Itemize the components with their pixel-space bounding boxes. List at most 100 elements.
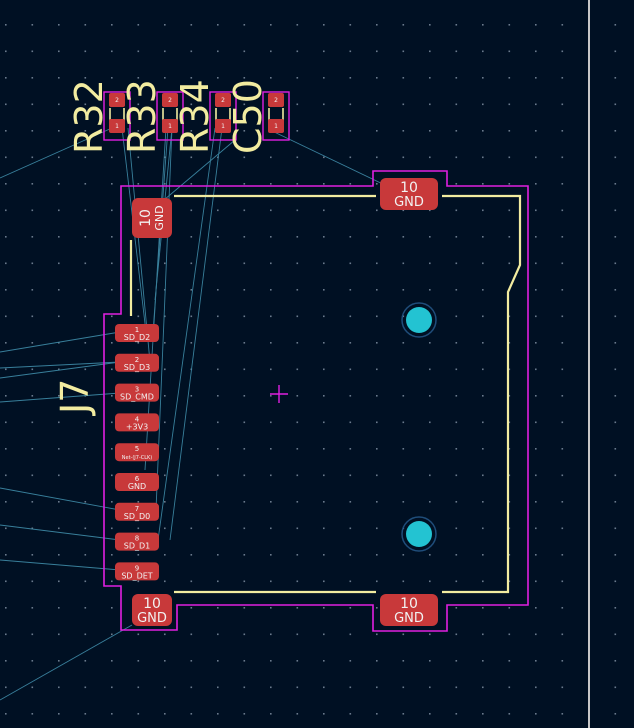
ref-r34[interactable]: R34	[173, 79, 217, 154]
smd-pad[interactable]	[109, 93, 125, 107]
pin-4[interactable]: 4+3V3	[115, 413, 159, 432]
grid-dot	[243, 448, 246, 450]
grid-dot	[217, 421, 219, 424]
smd-pad[interactable]	[268, 119, 284, 133]
pin-1[interactable]: 1SD_D2	[115, 324, 159, 342]
grid-dot	[508, 660, 511, 662]
grid-dot	[455, 607, 458, 609]
grid-dot	[482, 183, 484, 185]
smd-pad[interactable]	[215, 93, 231, 107]
pin-pad[interactable]	[115, 502, 159, 521]
grid-dot	[58, 421, 60, 424]
grid-dot	[561, 156, 564, 159]
pin-pad[interactable]	[115, 324, 159, 342]
grid-dot	[5, 580, 7, 583]
mounting-hole-bottom	[406, 521, 432, 547]
pin-net: SD_CMD	[120, 393, 154, 402]
pin-pad[interactable]	[115, 353, 159, 372]
grid-dot	[508, 24, 511, 26]
ref-j7[interactable]: J7	[53, 379, 97, 416]
grid-dot	[5, 236, 7, 238]
ref-r32[interactable]: R32	[67, 79, 111, 154]
small-part-r34[interactable]: 21	[215, 93, 231, 133]
pin-9[interactable]: 9SD_DET	[115, 562, 159, 581]
pin-number: 1	[135, 326, 139, 334]
grid-dot	[323, 713, 325, 715]
pin-3[interactable]: 3SD_CMD	[115, 383, 159, 402]
grid-dot	[31, 421, 34, 424]
smd-pad[interactable]	[162, 119, 178, 133]
grid-dot	[455, 103, 458, 106]
grid-dot	[402, 554, 405, 556]
pin-pad[interactable]	[115, 443, 159, 462]
ref-c50[interactable]: C50	[226, 79, 270, 154]
grid-dot	[296, 183, 299, 185]
pin-pad[interactable]	[115, 413, 159, 432]
grid-dot	[243, 209, 246, 212]
grid-dot	[349, 156, 352, 159]
grid-dot	[349, 315, 352, 318]
grid-dot	[31, 368, 34, 371]
grid-dot	[349, 607, 352, 609]
shield-pad-shape[interactable]	[132, 198, 172, 238]
small-part-r32[interactable]: 21	[109, 93, 125, 133]
pin-number: 4	[135, 415, 140, 423]
shield-pad-shape[interactable]	[132, 594, 172, 626]
ref-r33[interactable]: R33	[120, 79, 164, 154]
grid-dot	[323, 342, 325, 344]
grid-dot	[561, 368, 564, 371]
pin-pad[interactable]	[115, 562, 159, 581]
pin-net: +3V3	[126, 422, 148, 431]
grid-dot	[296, 660, 299, 662]
pin-pad[interactable]	[115, 532, 159, 551]
grid-dot	[217, 368, 219, 371]
grid-dot	[455, 501, 458, 503]
grid-dot	[217, 713, 219, 715]
grid-dot	[323, 554, 325, 556]
shield-pad-shape[interactable]	[380, 178, 438, 210]
grid-dot	[217, 262, 219, 265]
grid-dot	[349, 633, 352, 636]
grid-dot	[614, 421, 617, 424]
grid-dot	[164, 580, 166, 583]
grid-dot	[137, 24, 140, 26]
pin-8[interactable]: 8SD_D1	[115, 532, 159, 551]
pin-2[interactable]: 2SD_D3	[115, 353, 159, 372]
grid-dot	[561, 342, 564, 344]
small-part-c50[interactable]: 21	[268, 93, 284, 133]
grid-dot	[614, 262, 617, 265]
small-part-r33[interactable]: 21	[162, 93, 178, 133]
smd-pad[interactable]	[268, 93, 284, 107]
grid-dot	[31, 24, 34, 26]
grid-dot	[402, 315, 405, 318]
grid-dot	[243, 527, 246, 530]
grid-dot	[561, 315, 564, 318]
shield-pad-shape[interactable]	[380, 594, 438, 626]
pin-pad[interactable]	[115, 383, 159, 402]
grid-dot	[561, 474, 564, 477]
smd-pad[interactable]	[162, 93, 178, 107]
grid-dot	[376, 77, 378, 79]
grid-dot	[164, 262, 166, 265]
grid-dot	[270, 448, 272, 450]
smd-pad[interactable]	[109, 119, 125, 133]
pin-7[interactable]: 7SD_D0	[115, 502, 159, 521]
grid-dot	[164, 660, 166, 662]
grid-dot	[482, 236, 484, 238]
pad-net: GND	[153, 205, 166, 230]
grid-dot	[455, 527, 458, 530]
grid-dot	[482, 448, 484, 450]
smd-pad[interactable]	[215, 119, 231, 133]
grid-dot	[561, 50, 564, 53]
grid-dot	[482, 262, 484, 265]
grid-dot	[270, 607, 272, 609]
pin-pad[interactable]	[115, 473, 159, 491]
